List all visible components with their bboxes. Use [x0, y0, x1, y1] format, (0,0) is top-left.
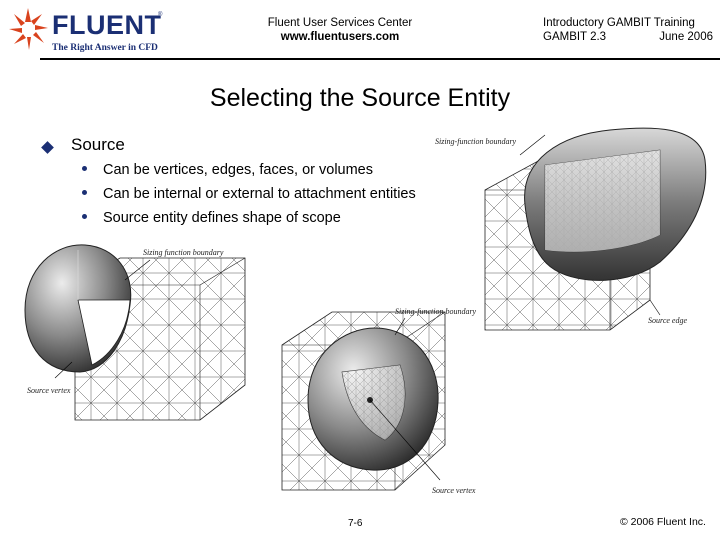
sub-bullet-3-text: Source entity defines shape of scope	[103, 210, 341, 226]
sub-bullet-2: Can be internal or external to attachmen…	[82, 186, 416, 202]
header-right: Introductory GAMBIT Training GAMBIT 2.3 …	[543, 16, 713, 44]
label-source-vertex-bottom: Source vertex	[432, 486, 476, 495]
header-right-course: Introductory GAMBIT Training	[543, 17, 695, 29]
sub-bullet-2-text: Can be internal or external to attachmen…	[103, 186, 416, 202]
logo-wordmark: FLUENT	[52, 10, 162, 40]
copyright: © 2006 Fluent Inc.	[620, 516, 706, 528]
header-right-date: June 2006	[659, 31, 713, 43]
sub-bullet-1: Can be vertices, edges, faces, or volume…	[82, 162, 373, 178]
slide-title: Selecting the Source Entity	[209, 84, 511, 112]
fluent-sunburst-icon	[9, 8, 48, 50]
header-divider	[40, 58, 720, 60]
page-number: 7-6	[348, 518, 363, 529]
figure-center-box	[281, 311, 446, 491]
bullet-dot-icon	[82, 166, 87, 171]
header-center: Fluent User Services Center www.fluentus…	[240, 16, 440, 44]
bullet-dot-icon	[82, 190, 87, 195]
header-center-url: www.fluentusers.com	[280, 31, 400, 43]
bullet-dot-icon	[82, 214, 87, 219]
label-source-edge: Source edge	[648, 316, 688, 325]
label-sizing-boundary-middle: Sizing-function boundary	[395, 307, 477, 316]
logo-trademark: ®	[158, 12, 163, 18]
header-right-product: GAMBIT 2.3	[543, 31, 607, 43]
label-sizing-boundary-top: Sizing-function boundary	[435, 137, 517, 146]
sub-bullet-3: Source entity defines shape of scope	[82, 210, 341, 226]
header-center-line1: Fluent User Services Center	[267, 17, 413, 29]
label-source-vertex-left: Source vertex	[27, 386, 71, 395]
bullet-source: Source	[71, 135, 125, 154]
figure-capsule-box	[484, 127, 707, 331]
figure-sphere-box	[24, 244, 246, 421]
fluent-logo: FLUENT ® The Right Answer in CFD	[8, 6, 168, 56]
sub-bullet-1-text: Can be vertices, edges, faces, or volume…	[103, 162, 373, 178]
label-sizing-boundary-left: Sizing function boundary	[143, 248, 224, 257]
logo-tagline: The Right Answer in CFD	[52, 43, 158, 53]
